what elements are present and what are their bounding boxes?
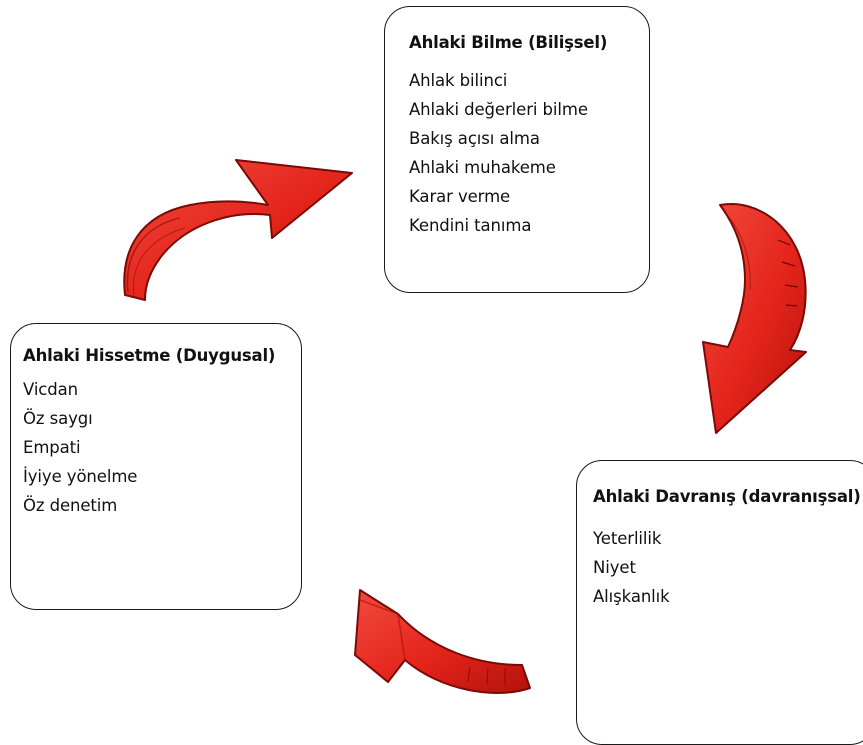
list-item: Ahlak bilinci [409, 71, 508, 90]
behavioral-title: Ahlaki Davranış (davranışsal) [593, 487, 861, 506]
arrow-cognitive-to-behavioral-icon [702, 203, 807, 434]
list-item: Öz denetim [23, 496, 118, 515]
list-item: Alışkanlık [593, 587, 670, 606]
list-item: Ahlaki değerleri bilme [409, 100, 588, 119]
arrow-behavioral-to-affective-icon [354, 589, 531, 694]
affective-box: Ahlaki Hissetme (Duygusal) Vicdan Öz say… [10, 323, 302, 610]
affective-title: Ahlaki Hissetme (Duygusal) [23, 346, 276, 365]
list-item: Ahlaki muhakeme [409, 158, 556, 177]
list-item: Bakış açısı alma [409, 129, 540, 148]
cognitive-list: Ahlak bilinci Ahlaki değerleri bilme Bak… [409, 66, 649, 240]
behavioral-list: Yeterlilik Niyet Alışkanlık [593, 524, 863, 611]
list-item: Karar verme [409, 187, 511, 206]
cognitive-title: Ahlaki Bilme (Bilişsel) [409, 33, 608, 52]
cognitive-box: Ahlaki Bilme (Bilişsel) Ahlak bilinci Ah… [384, 6, 650, 293]
arrow-affective-to-cognitive-icon [123, 159, 353, 301]
affective-list: Vicdan Öz saygı Empati İyiye yönelme Öz … [23, 375, 301, 520]
list-item: Öz saygı [23, 409, 93, 428]
list-item: Niyet [593, 558, 636, 577]
list-item: Kendini tanıma [409, 216, 532, 235]
behavioral-box: Ahlaki Davranış (davranışsal) Yeterlilik… [576, 460, 863, 745]
list-item: Yeterlilik [593, 529, 662, 548]
list-item: Empati [23, 438, 81, 457]
list-item: İyiye yönelme [23, 467, 138, 486]
list-item: Vicdan [23, 380, 79, 399]
